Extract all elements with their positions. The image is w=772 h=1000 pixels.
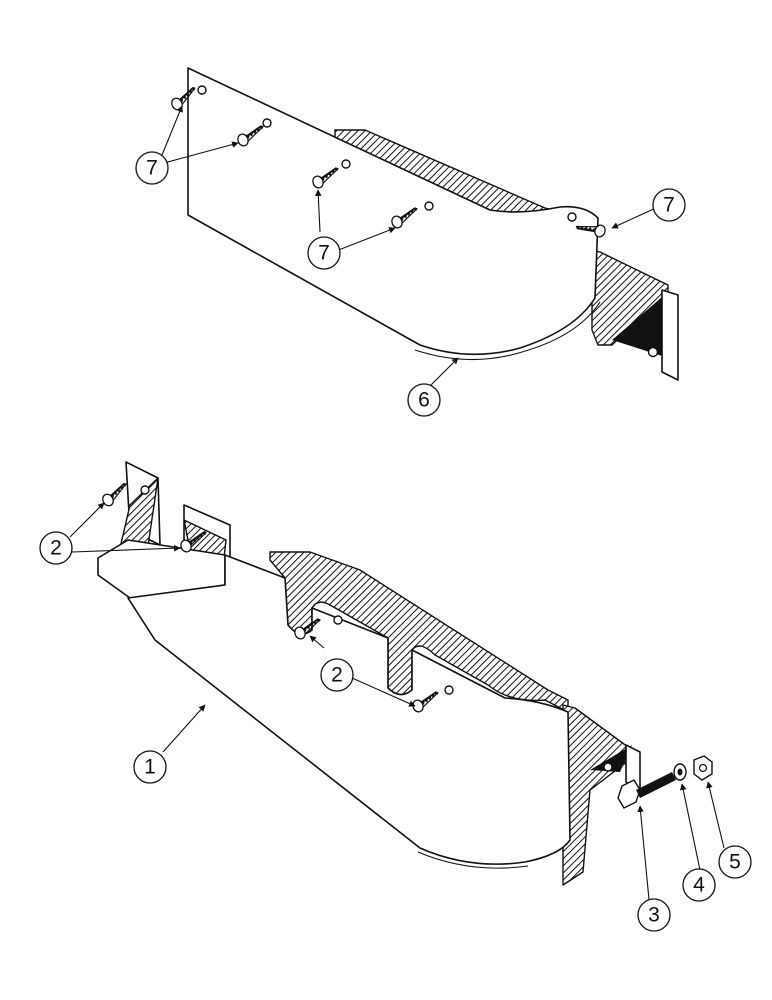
svg-text:2: 2 <box>331 664 343 687</box>
callout-6: 6 <box>407 383 441 417</box>
svg-text:4: 4 <box>693 874 705 897</box>
callout-4: 4 <box>682 868 716 902</box>
callout-2-a: 2 <box>39 531 73 565</box>
callout-7-a: 7 <box>135 151 169 185</box>
leader-lines <box>69 105 725 911</box>
hex-nut-icon <box>693 755 713 781</box>
callout-1: 1 <box>133 750 167 784</box>
callout-2-b: 2 <box>320 658 354 692</box>
svg-text:1: 1 <box>144 756 156 779</box>
part-1-angle-bracket <box>562 704 633 886</box>
svg-text:3: 3 <box>648 904 660 927</box>
svg-text:2: 2 <box>50 537 62 560</box>
callout-7-c: 7 <box>652 188 686 222</box>
part-6-main-panel <box>187 67 599 356</box>
svg-text:7: 7 <box>146 157 158 180</box>
washer-icon <box>673 763 687 781</box>
svg-text:7: 7 <box>663 194 675 217</box>
callout-3: 3 <box>637 898 671 932</box>
part-6-guard <box>187 67 679 381</box>
callout-7-b: 7 <box>307 236 341 270</box>
part-6-right-tab <box>661 289 679 381</box>
svg-text:5: 5 <box>729 851 741 874</box>
hex-bolt-icon <box>617 772 676 809</box>
svg-text:7: 7 <box>318 242 330 265</box>
svg-text:6: 6 <box>418 389 430 412</box>
part-1-guard <box>97 461 641 886</box>
callout-5: 5 <box>718 845 752 879</box>
